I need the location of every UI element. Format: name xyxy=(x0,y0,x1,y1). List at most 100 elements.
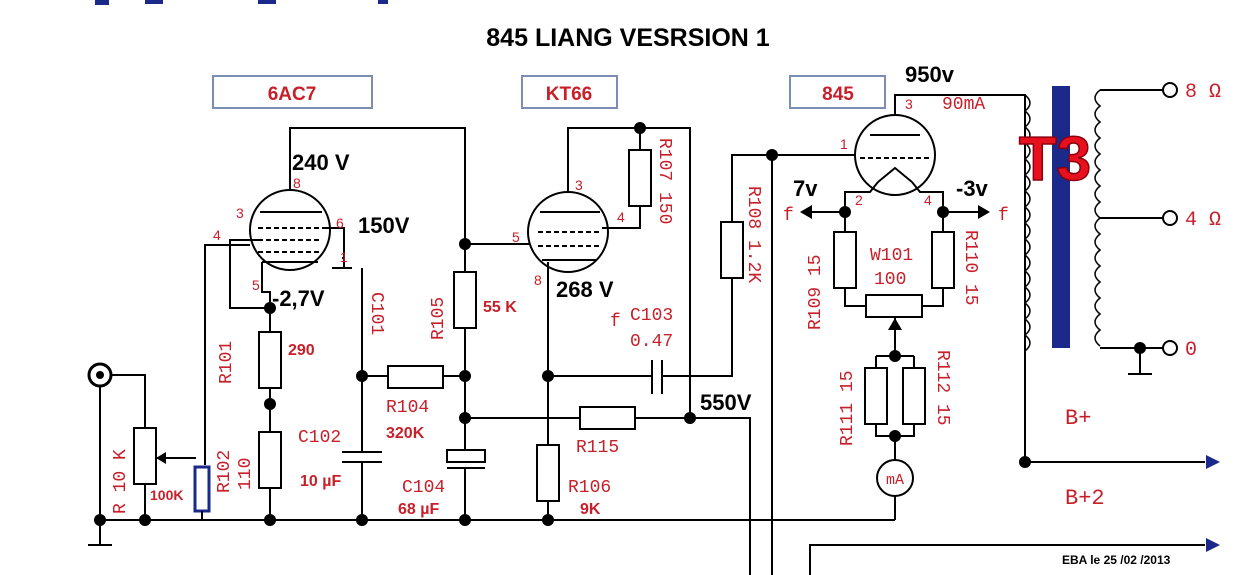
tube-box-v2 xyxy=(521,75,618,109)
tube-name-v3: 845 xyxy=(822,84,854,105)
pin-v1-5: 5 xyxy=(252,277,260,293)
label-r104: R104 xyxy=(386,398,429,418)
tube-box-v3 xyxy=(789,75,886,109)
label-r106: R106 xyxy=(568,478,611,498)
transformer-core xyxy=(1052,86,1070,348)
tube-box-v1 xyxy=(212,75,373,109)
resistor-r111 xyxy=(864,367,888,425)
voltage-v1-screen: 150V xyxy=(358,213,410,238)
label-tap-0: 0 xyxy=(1185,339,1197,362)
pin-v3-2: 2 xyxy=(855,192,863,208)
credit-text: EBA le 25 /02 /2013 xyxy=(1062,553,1171,567)
label-r105: R105 xyxy=(429,297,449,340)
output-terminal-4ohm[interactable] xyxy=(1162,210,1178,226)
pin-v1-4: 4 xyxy=(213,227,221,243)
diagram-title: 845 LIANG VESRSION 1 xyxy=(486,24,770,52)
label-meter: mA xyxy=(886,472,904,489)
resistor-r112 xyxy=(902,367,926,425)
pin-v3-3: 3 xyxy=(905,96,913,112)
label-c102: C102 xyxy=(298,428,341,448)
voltage-v1-cathode: -2,7V xyxy=(272,286,325,311)
label-c104-value: 68 µF xyxy=(398,501,439,518)
label-c104: C104 xyxy=(402,478,445,498)
tube-name-v1: 6AC7 xyxy=(268,84,317,105)
cropped-top-artifacts xyxy=(95,0,388,5)
label-r109: R109 15 xyxy=(806,254,826,330)
pin-v3-4: 4 xyxy=(924,192,932,208)
label-r107: R107 150 xyxy=(654,138,674,224)
label-r101: R101 xyxy=(217,341,237,384)
label-tap-4ohm: 4 Ω xyxy=(1185,209,1221,232)
wire-v1-plate xyxy=(289,127,466,244)
resistor-r109 xyxy=(833,231,857,289)
resistor-290 xyxy=(258,331,282,389)
resistor-r105 xyxy=(453,271,477,329)
label-r108: R108 1.2K xyxy=(743,186,763,283)
pin-v1-1: 1 xyxy=(340,249,348,265)
label-c103: C103 xyxy=(630,306,673,326)
voltage-filament-left: 7v xyxy=(793,176,818,201)
resistor-r107 xyxy=(628,149,652,207)
label-pot2: 100K xyxy=(150,487,183,503)
label-c103-value: 0.47 xyxy=(630,332,673,352)
tube-v2-symbol xyxy=(527,191,609,273)
wire-v2-plate xyxy=(567,127,640,192)
voltage-filament-right: -3v xyxy=(956,176,989,201)
capacitor-c104 xyxy=(446,449,486,463)
voltage-v2-cathode: 268 V xyxy=(556,277,614,302)
label-c101: C101 xyxy=(366,292,386,335)
resistor-r102 xyxy=(258,431,282,489)
label-r102: R102 xyxy=(215,450,235,493)
label-r111: R111 15 xyxy=(838,370,858,446)
voltage-supply: 550V xyxy=(700,390,752,415)
pin-v1-6: 6 xyxy=(336,215,344,231)
current-v3-plate: 90mA xyxy=(942,95,985,115)
input-jack[interactable] xyxy=(87,362,113,388)
wire-v3-plate xyxy=(894,94,1026,462)
label-fil-f-right: f xyxy=(998,206,1009,226)
label-c103-f: f xyxy=(610,312,621,332)
voltage-v1-plate: 240 V xyxy=(292,150,350,175)
resistor-r104 xyxy=(387,365,444,389)
output-transformer xyxy=(1023,86,1102,352)
pin-v2-5: 5 xyxy=(512,229,520,245)
tube-v3-symbol xyxy=(854,114,936,196)
potentiometer-w101[interactable] xyxy=(865,294,923,318)
resistor-r108 xyxy=(720,221,744,279)
wire-v1-grid-input xyxy=(204,244,250,465)
potentiometer[interactable] xyxy=(133,427,157,485)
pin-v2-8: 8 xyxy=(534,272,542,288)
label-b-plus2: B+2 xyxy=(1065,486,1105,511)
resistor-r106 xyxy=(536,444,560,502)
output-terminal-8ohm[interactable] xyxy=(1162,82,1178,98)
label-r112: R112 15 xyxy=(932,350,952,426)
tube-v1-symbol xyxy=(249,189,331,271)
label-tap-8ohm: 8 Ω xyxy=(1185,81,1221,104)
wire-b-plus2 xyxy=(809,544,1205,575)
resistor-r115 xyxy=(579,406,636,430)
label-w101: W101 xyxy=(870,246,913,266)
transformer-label: T3 xyxy=(1019,125,1091,194)
tube-name-v2: KT66 xyxy=(546,84,592,105)
label-b-plus: B+ xyxy=(1065,406,1091,431)
label-r110: R110 15 xyxy=(960,230,980,306)
label-r104-value: 320K xyxy=(386,425,425,442)
label-r290: 290 xyxy=(288,342,315,359)
grid-stopper-resistor xyxy=(193,465,211,513)
label-c102-value: 10 µF xyxy=(300,473,341,490)
voltage-v3-plate: 950v xyxy=(905,62,955,87)
pin-v2-4: 4 xyxy=(617,209,625,225)
wire-v1-grid-g xyxy=(229,239,270,309)
output-terminal-0[interactable] xyxy=(1162,340,1178,356)
pin-v2-3: 3 xyxy=(575,177,583,193)
label-r106-value: 9K xyxy=(580,501,601,518)
label-fil-f-left: f xyxy=(783,206,794,226)
label-r115: R115 xyxy=(576,438,619,458)
label-r102-value: 110 xyxy=(236,458,256,490)
resistor-r110 xyxy=(931,231,955,289)
pin-v3-1: 1 xyxy=(840,136,848,152)
pin-v1-8: 8 xyxy=(293,175,301,191)
label-r105-value: 55 K xyxy=(483,299,517,316)
label-pot: R 10 K xyxy=(111,449,131,514)
